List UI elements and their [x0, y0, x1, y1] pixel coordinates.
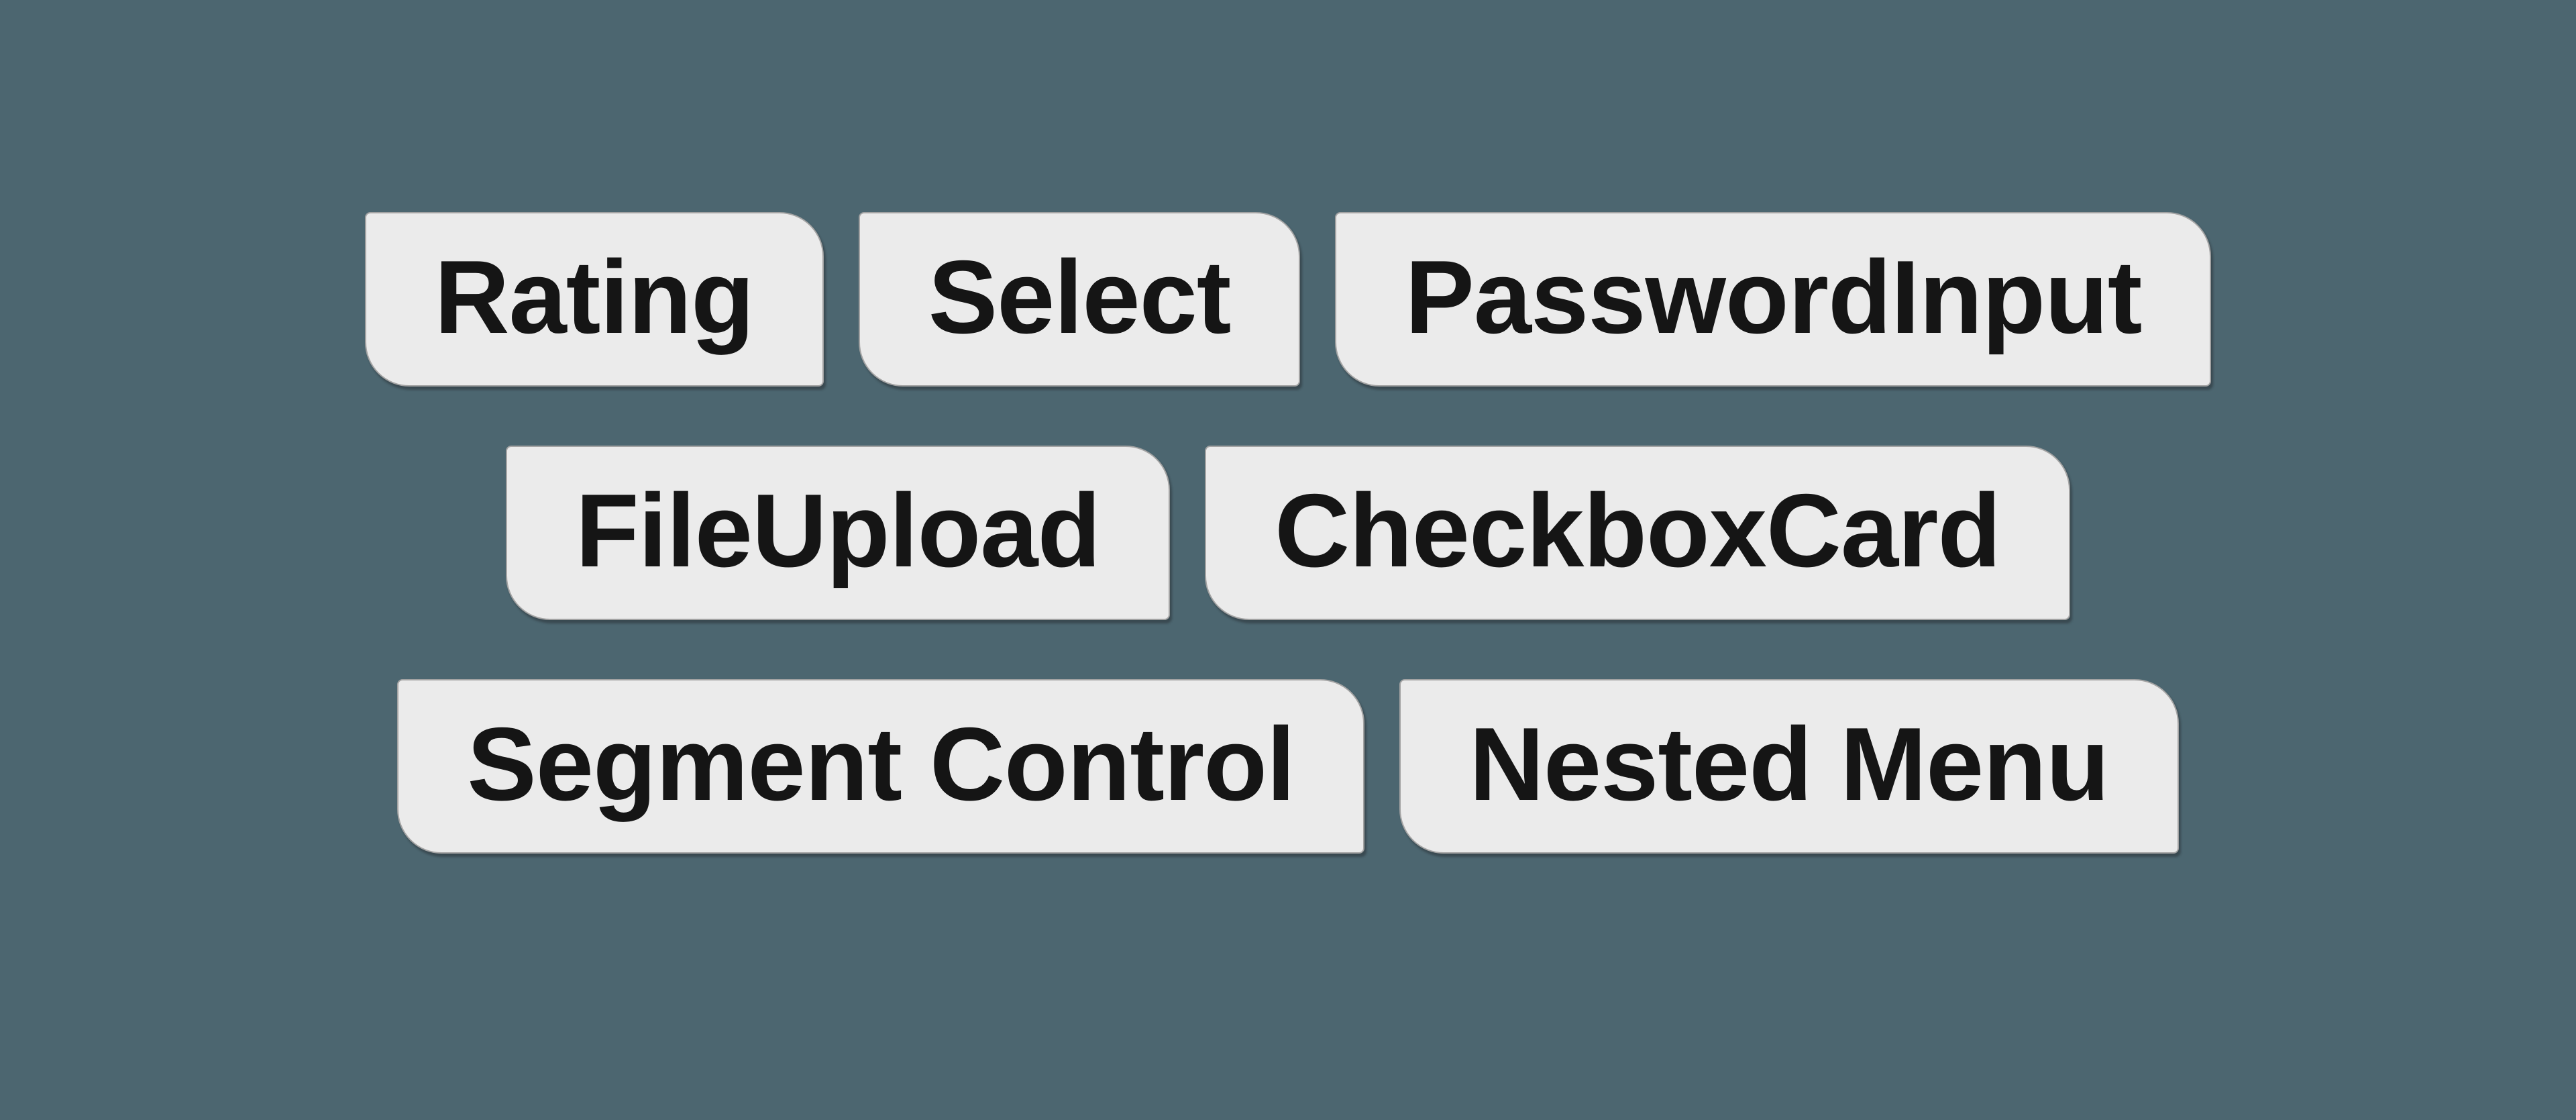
chip-row-2: FileUpload CheckboxCard — [505, 446, 2071, 620]
chip-row-1: Rating Select PasswordInput — [364, 212, 2212, 387]
chip-nested-menu[interactable]: Nested Menu — [1399, 679, 2179, 854]
chip-password-input-label: PasswordInput — [1405, 238, 2142, 355]
chip-file-upload-label: FileUpload — [575, 472, 1101, 589]
chip-checkbox-card-label: CheckboxCard — [1275, 472, 2001, 589]
chip-grid: Rating Select PasswordInput FileUpload C… — [0, 212, 2576, 854]
chip-row-3: Segment Control Nested Menu — [397, 679, 2179, 854]
chip-rating[interactable]: Rating — [364, 212, 824, 387]
chip-nested-menu-label: Nested Menu — [1469, 705, 2110, 822]
chip-select[interactable]: Select — [858, 212, 1301, 387]
chip-file-upload[interactable]: FileUpload — [505, 446, 1171, 620]
chip-segment-control-label: Segment Control — [467, 705, 1295, 822]
chip-rating-label: Rating — [434, 238, 755, 355]
chip-segment-control[interactable]: Segment Control — [397, 679, 1365, 854]
chip-select-label: Select — [928, 238, 1232, 355]
chip-password-input[interactable]: PasswordInput — [1335, 212, 2212, 387]
chip-checkbox-card[interactable]: CheckboxCard — [1205, 446, 2071, 620]
